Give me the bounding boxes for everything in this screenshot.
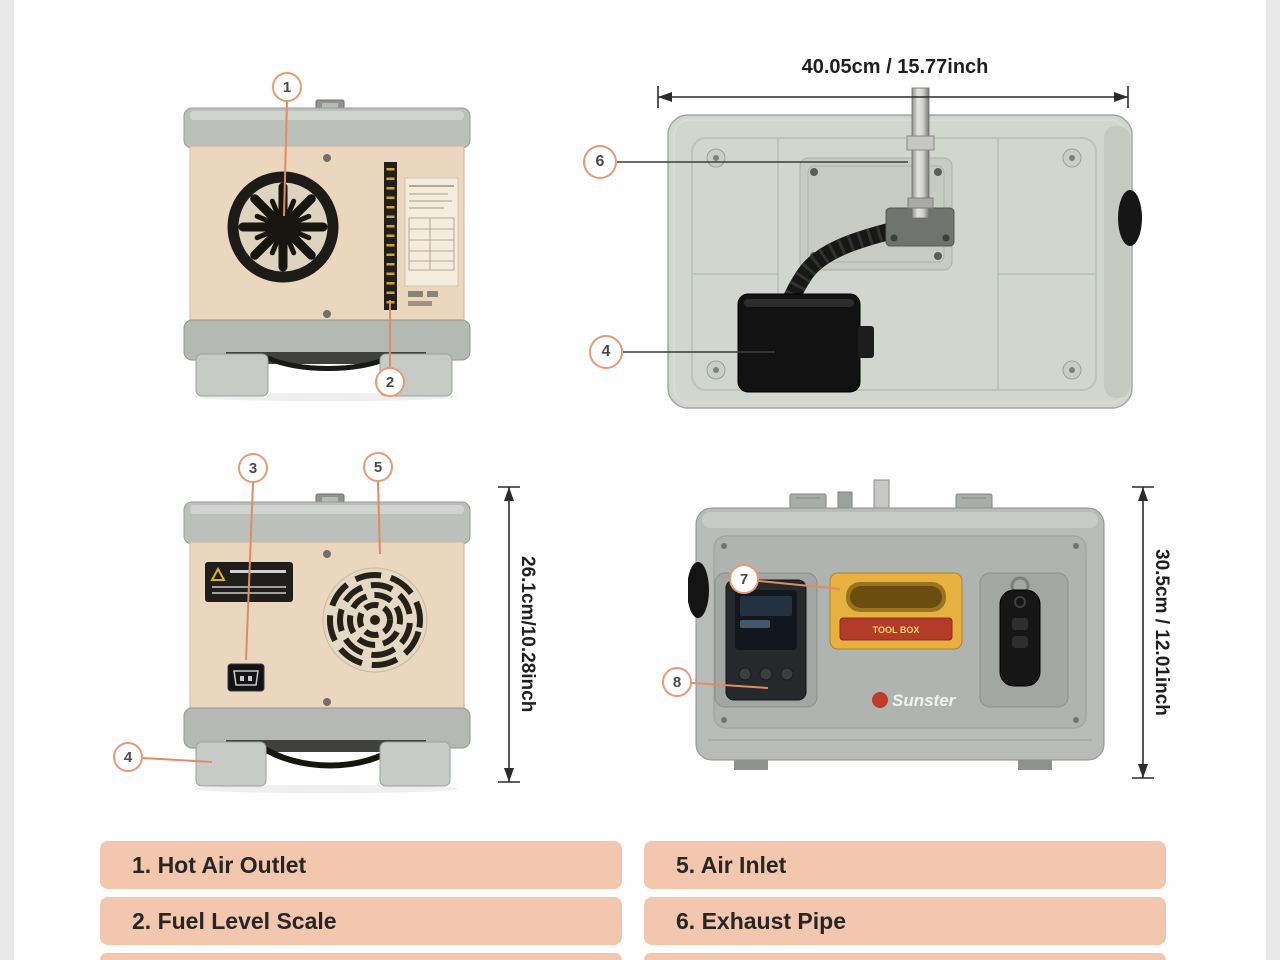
callout-7: 7	[729, 564, 759, 594]
legend-item-1: 1. Hot Air Outlet	[100, 841, 622, 889]
callout-2: 2	[375, 367, 405, 397]
heat-outlet-port	[1118, 190, 1142, 246]
front-view-image	[183, 99, 471, 401]
side-view-image: TOOL BOX Sunster	[688, 479, 1105, 770]
toolbox-handle: TOOL BOX	[829, 572, 963, 650]
callout-8: 8	[662, 667, 692, 697]
back-foot-right	[379, 741, 451, 787]
legend-item-7-partial	[644, 953, 1166, 960]
warning-label	[205, 562, 293, 602]
front-foot-left	[195, 353, 269, 397]
page-edge-right	[1266, 0, 1280, 960]
back-view-image	[183, 493, 471, 793]
legend-item-5: 5. Air Inlet	[644, 841, 1166, 889]
remote-key	[979, 572, 1069, 708]
dimension-height-side: 30.5cm / 12.01inch	[1151, 548, 1172, 716]
back-foot-left	[195, 741, 267, 787]
callout-1: 1	[272, 72, 302, 102]
hot-air-outlet-fan	[227, 171, 339, 283]
lcd-controller	[714, 572, 818, 708]
dimension-width: 40.05cm / 15.77inch	[801, 56, 989, 78]
callout-3: 3	[238, 453, 268, 483]
back-top-cap	[183, 493, 471, 545]
legend-item-2: 2. Fuel Level Scale	[100, 897, 622, 945]
page-edge-left	[0, 0, 14, 960]
air-inlet-vent	[322, 567, 428, 673]
brand-name: Sunster	[892, 691, 957, 710]
fuel-level-scale	[384, 162, 397, 310]
spec-label	[404, 177, 459, 306]
callout-4-bottom: 4	[113, 742, 143, 772]
exhaust-pipe	[885, 87, 955, 247]
dimension-height-back: 26.1cm/10.28inch	[517, 555, 538, 713]
callout-5: 5	[363, 452, 393, 482]
callout-6: 6	[583, 145, 617, 179]
brand-logo: Sunster	[872, 691, 957, 710]
front-top-cap	[183, 99, 471, 149]
legend-item-3-partial	[100, 953, 622, 960]
top-view-image	[667, 87, 1142, 409]
callout-4-top: 4	[589, 335, 623, 369]
power-socket	[227, 663, 265, 692]
legend-item-6: 6. Exhaust Pipe	[644, 897, 1166, 945]
toolbox-label: TOOL BOX	[873, 625, 920, 635]
pump-cover	[737, 293, 874, 393]
